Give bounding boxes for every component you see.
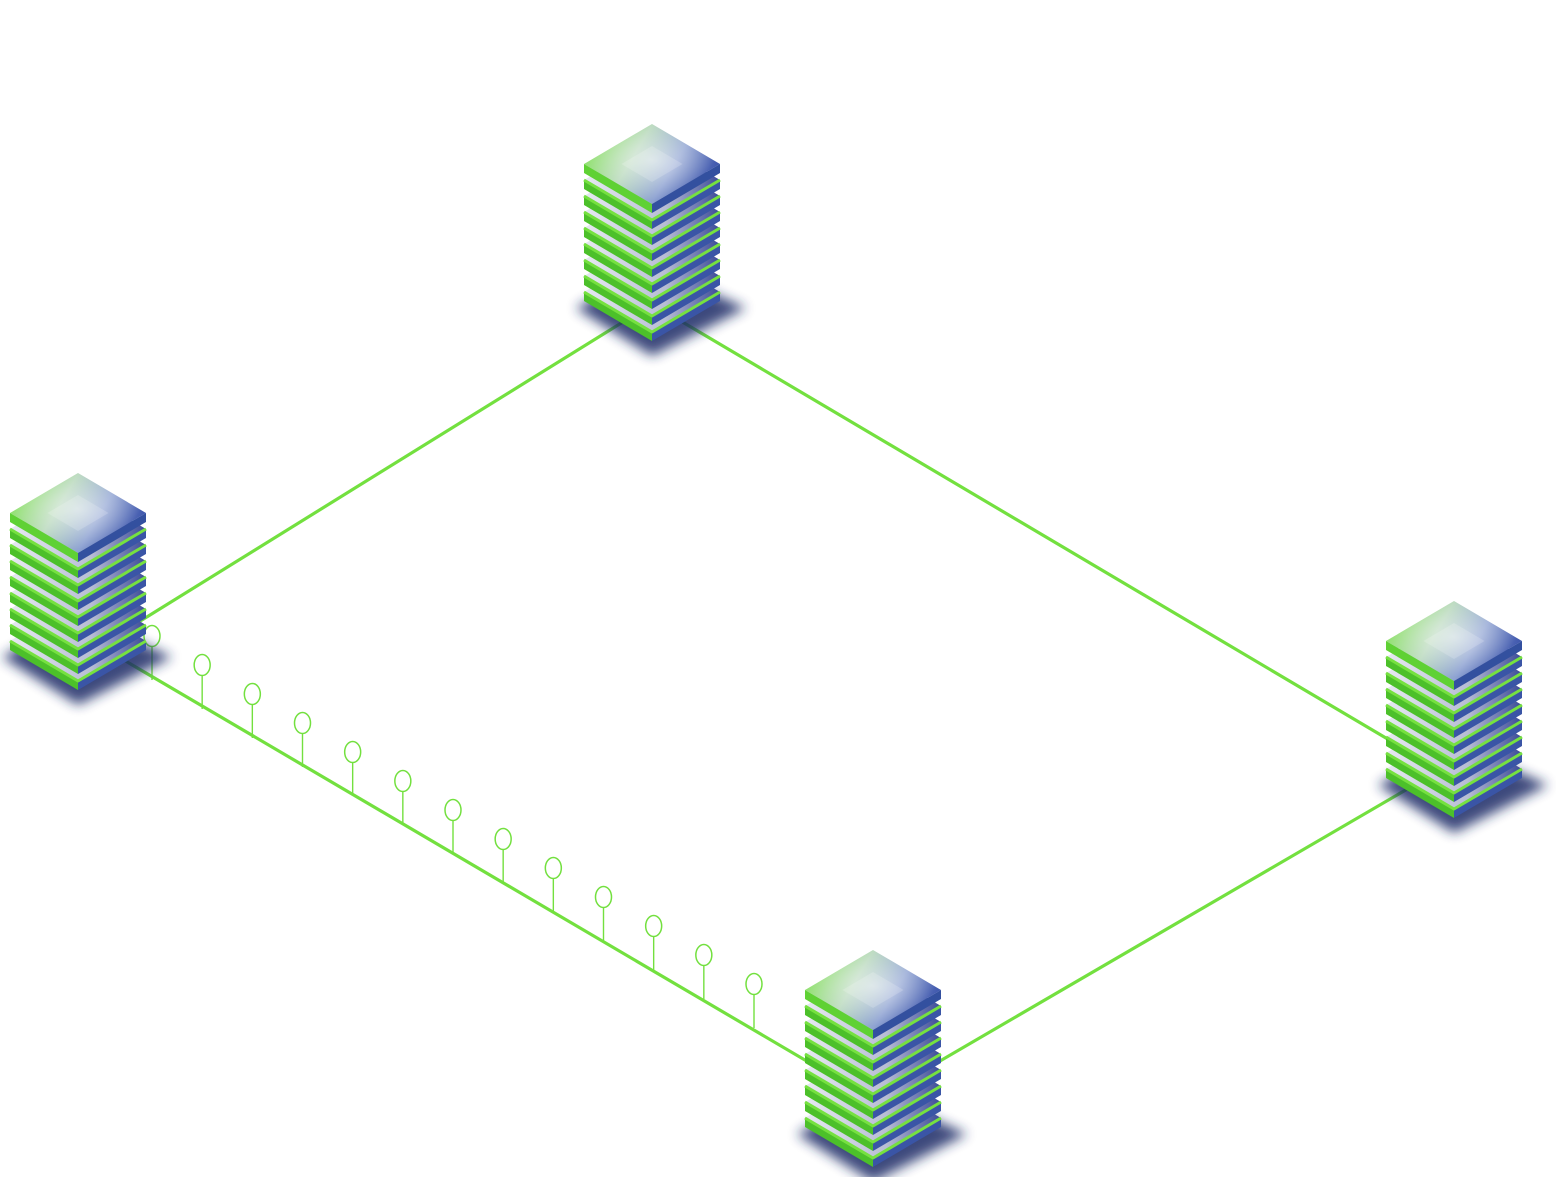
links-layer: [98, 302, 1442, 1102]
server-stack-icon: [797, 950, 967, 1177]
pin-marker-icon: [243, 682, 262, 738]
pin-marker-icon: [544, 856, 563, 912]
server-stack-icon: [576, 124, 746, 356]
pin-marker-icon: [745, 972, 763, 1028]
server-stack-icon: [1378, 601, 1548, 833]
pin-marker-icon: [594, 885, 613, 941]
link-server-top-to-server-right: [650, 302, 1442, 772]
nodes-layer: [2, 124, 1548, 1177]
pin-marker-icon: [644, 914, 663, 970]
link-server-right-to-server-bottom: [871, 768, 1442, 1102]
pin-marker-icon: [444, 798, 462, 854]
pin-marker-icon: [494, 827, 512, 883]
pin-marker-icon: [193, 653, 211, 709]
endpoints-layer: [143, 624, 763, 1028]
server-stack-icon: [2, 473, 172, 705]
pin-marker-icon: [343, 740, 362, 796]
link-server-top-to-server-left: [98, 302, 654, 648]
pin-marker-icon: [695, 943, 713, 999]
pin-marker-icon: [394, 769, 412, 825]
pin-marker-icon: [293, 711, 312, 767]
link-server-left-to-server-bottom: [98, 644, 875, 1102]
